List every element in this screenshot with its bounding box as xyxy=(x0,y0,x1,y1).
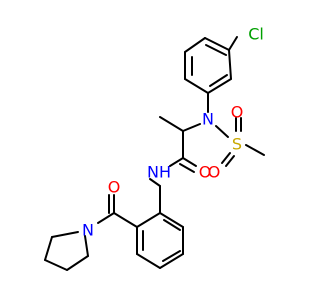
bond xyxy=(149,178,161,187)
bond xyxy=(182,123,201,132)
bond xyxy=(225,155,235,167)
bond xyxy=(159,212,184,228)
bond xyxy=(162,250,181,262)
atom-label-o1: O xyxy=(231,103,244,122)
bond xyxy=(44,259,68,271)
bond xyxy=(84,235,89,257)
atom-label-o4: O xyxy=(108,178,121,197)
bond xyxy=(163,219,181,231)
bond xyxy=(228,36,238,51)
atom-labels: Cl N S O O NH O O N xyxy=(82,25,264,240)
bond xyxy=(159,116,184,132)
bond xyxy=(97,212,115,224)
bond xyxy=(215,125,229,138)
bond xyxy=(136,253,161,269)
bond xyxy=(221,152,231,164)
bond xyxy=(182,157,197,167)
bond xyxy=(51,231,79,238)
bond xyxy=(44,236,53,261)
bond xyxy=(159,253,184,269)
atom-label-o3: O xyxy=(199,163,212,182)
bond xyxy=(66,255,89,271)
bond xyxy=(184,78,209,94)
bond xyxy=(207,78,232,94)
atom-label-s1: S xyxy=(232,135,242,154)
molecule-diagram: Cl N S O O NH O O N xyxy=(44,25,265,271)
bond xyxy=(184,37,206,53)
atom-label-cl: Cl xyxy=(248,25,264,44)
bond xyxy=(136,212,161,228)
bond xyxy=(204,37,230,51)
atom-label-o2: O xyxy=(208,163,221,182)
molecule-structure: Cl N S O O NH O O N xyxy=(44,25,265,271)
atom-label-nh: NH xyxy=(147,163,171,182)
atom-label-n2: N xyxy=(82,221,94,240)
bond xyxy=(179,163,195,173)
bond xyxy=(205,44,227,56)
bond xyxy=(209,74,228,87)
bond xyxy=(245,144,265,156)
bonds xyxy=(44,36,265,271)
bond xyxy=(113,212,138,228)
atom-label-n1: N xyxy=(202,110,214,129)
bond xyxy=(169,157,184,167)
bond xyxy=(228,49,232,80)
